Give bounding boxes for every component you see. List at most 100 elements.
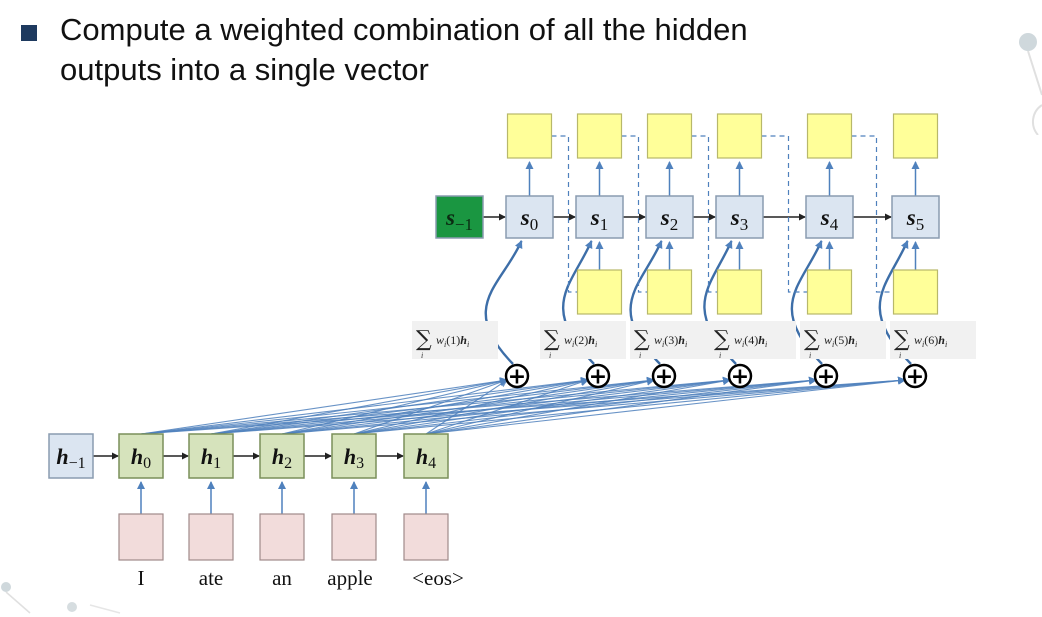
decoder-state-label: s4 bbox=[820, 205, 839, 234]
sum-icon: ∑ bbox=[714, 327, 730, 352]
output-box bbox=[806, 113, 853, 159]
plus-node-symbol: + bbox=[589, 365, 607, 390]
encoder-hidden-label: h0 bbox=[131, 444, 151, 472]
weighted-sum-label-bg bbox=[890, 321, 976, 359]
sum-icon: ∑ bbox=[804, 327, 820, 352]
input-embedding-box bbox=[118, 513, 164, 561]
attention-weight-line bbox=[210, 377, 508, 435]
sum-index-label: i bbox=[899, 351, 901, 360]
input-embedding-box bbox=[331, 513, 377, 561]
attention-weight-line bbox=[140, 376, 589, 435]
input-word-label: <eos> bbox=[412, 566, 464, 590]
output-box bbox=[576, 113, 623, 159]
attention-weight-line bbox=[210, 376, 906, 435]
encoder-hidden-box bbox=[403, 433, 449, 479]
encoder-hidden-label: h4 bbox=[416, 444, 436, 472]
decoder-state-box bbox=[645, 195, 694, 239]
plus-node-symbol: + bbox=[906, 365, 924, 390]
plus-node-symbol: + bbox=[731, 365, 749, 390]
weighted-sum-label: wi(2)hi bbox=[564, 333, 597, 349]
plus-node-symbol: + bbox=[655, 365, 673, 390]
decoder-state-label: s3 bbox=[730, 205, 748, 234]
plus-node-icon bbox=[727, 363, 753, 389]
attention-weight-line bbox=[140, 376, 906, 435]
attention-weight-line bbox=[140, 377, 508, 435]
encoder-hidden-box bbox=[259, 433, 305, 479]
weighted-sum-label-bg bbox=[412, 321, 498, 359]
encoder-hidden-box bbox=[188, 433, 234, 479]
context-input-box bbox=[806, 269, 853, 315]
attention-weight-line bbox=[140, 376, 817, 435]
attention-weight-line bbox=[353, 377, 655, 435]
plus-node-icon bbox=[813, 363, 839, 389]
decoder-state-box bbox=[575, 195, 624, 239]
input-word-label: I bbox=[138, 566, 145, 590]
input-embedding-box bbox=[188, 513, 234, 561]
attention-weight-line bbox=[353, 377, 589, 435]
attention-weight-line bbox=[281, 377, 508, 435]
weighted-sum-label: wi(6)hi bbox=[914, 333, 947, 349]
input-word-label: apple bbox=[327, 566, 372, 590]
decoder-state-box bbox=[805, 195, 854, 239]
attention-weight-line bbox=[425, 376, 906, 435]
sum-icon: ∑ bbox=[634, 327, 650, 352]
decoder-state-box bbox=[891, 195, 940, 239]
sum-index-label: i bbox=[719, 351, 721, 360]
feedback-dashed-line bbox=[621, 135, 648, 293]
decoder-state-label: s−1 bbox=[445, 205, 473, 234]
plus-node-symbol: + bbox=[817, 365, 835, 390]
context-input-box bbox=[892, 269, 939, 315]
decoration-top-right bbox=[1019, 33, 1042, 135]
weighted-sum-label-bg bbox=[540, 321, 626, 359]
attention-weight-line bbox=[425, 378, 589, 435]
decoder-state-label: s5 bbox=[906, 205, 924, 234]
output-box bbox=[716, 113, 763, 159]
feedback-dashed-line bbox=[761, 135, 808, 293]
decoder-state-box bbox=[505, 195, 554, 239]
plus-node-icon bbox=[504, 363, 530, 389]
output-box bbox=[892, 113, 939, 159]
bullet-square-icon bbox=[21, 25, 37, 41]
encoder-hidden-label: h3 bbox=[344, 444, 364, 472]
attention-weight-line bbox=[425, 377, 731, 435]
sum-icon: ∑ bbox=[894, 327, 910, 352]
attention-weight-line bbox=[425, 377, 655, 435]
attention-weight-line bbox=[210, 377, 589, 435]
decoder-state-label: s2 bbox=[660, 205, 678, 234]
input-embedding-box bbox=[403, 513, 449, 561]
attention-weight-line bbox=[353, 376, 906, 435]
attention-weight-line bbox=[281, 377, 589, 435]
sum-icon: ∑ bbox=[544, 327, 560, 352]
connection-lines bbox=[93, 135, 920, 514]
input-word-label: ate bbox=[199, 566, 223, 590]
plus-node-symbol: + bbox=[508, 365, 526, 390]
bullet-text: Compute a weighted combination of all th… bbox=[60, 12, 748, 87]
weighted-sum-label: wi(1)hi bbox=[436, 333, 469, 349]
attention-weight-line bbox=[425, 376, 817, 435]
plus-node-icon bbox=[585, 363, 611, 389]
decoder-state-label: s1 bbox=[590, 205, 608, 234]
weighted-sum-label: wi(4)hi bbox=[734, 333, 767, 349]
sum-icon: ∑ bbox=[416, 327, 432, 352]
plus-node-icon bbox=[651, 363, 677, 389]
sum-index-label: i bbox=[549, 351, 551, 360]
weighted-sum-label-bg bbox=[630, 321, 716, 359]
attention-weight-line bbox=[210, 376, 817, 435]
context-input-box bbox=[716, 269, 763, 315]
encoder-hidden-label: h−1 bbox=[56, 444, 85, 472]
encoder-hidden-box bbox=[331, 433, 377, 479]
attention-weight-line bbox=[425, 379, 508, 435]
input-word-label: an bbox=[272, 566, 292, 590]
decoder-init-box bbox=[435, 195, 484, 239]
encoder-hidden-box bbox=[118, 433, 164, 479]
decoder-state-box bbox=[715, 195, 764, 239]
attention-weight-line bbox=[353, 378, 508, 435]
weighted-sum-label: wi(5)hi bbox=[824, 333, 857, 349]
feedback-dashed-line bbox=[691, 135, 718, 293]
sum-index-label: i bbox=[421, 351, 423, 360]
weighted-sum-label: wi(3)hi bbox=[654, 333, 687, 349]
diagram-nodes bbox=[48, 113, 976, 561]
decoder-state-label: s0 bbox=[520, 205, 538, 234]
attention-weight-line bbox=[281, 376, 817, 435]
